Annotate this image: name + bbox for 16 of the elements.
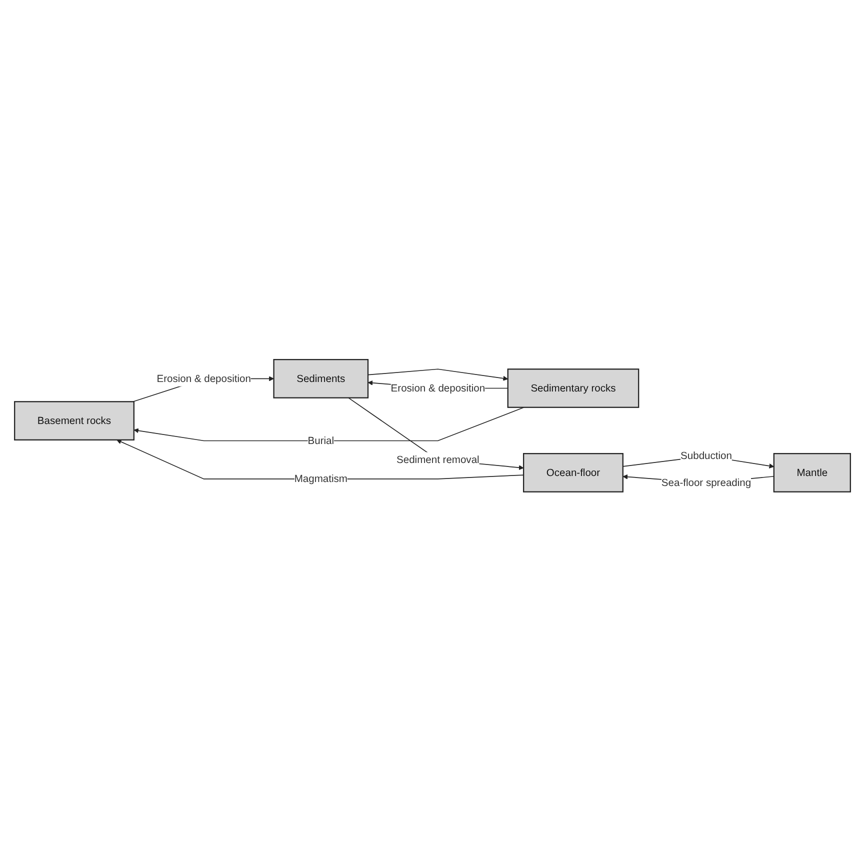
arrow (116, 440, 524, 480)
edge-label: Sediment removal (396, 454, 480, 466)
diagram: Erosion & deposition Erosion & deposition Burial Sediment removal Magmatism Subduction Sea-floor spreading Basement rocks Sediments Sedimentary rocks Ocean-floor Mantle (10, 355, 855, 497)
edge-label: Erosion & deposition (156, 372, 251, 384)
edge-label: Sea-floor spreading (661, 477, 752, 489)
edge-label: Magmatism (294, 473, 348, 485)
arrow (368, 369, 508, 382)
node-box (507, 368, 640, 408)
edge-label: Burial (308, 435, 334, 446)
edge-label: Erosion & deposition (390, 382, 486, 394)
arrow (348, 398, 524, 470)
node-box (273, 359, 369, 399)
node-box (773, 453, 851, 493)
edge-label: Subduction (680, 450, 732, 462)
node-box (523, 453, 624, 493)
node-box (14, 401, 134, 441)
